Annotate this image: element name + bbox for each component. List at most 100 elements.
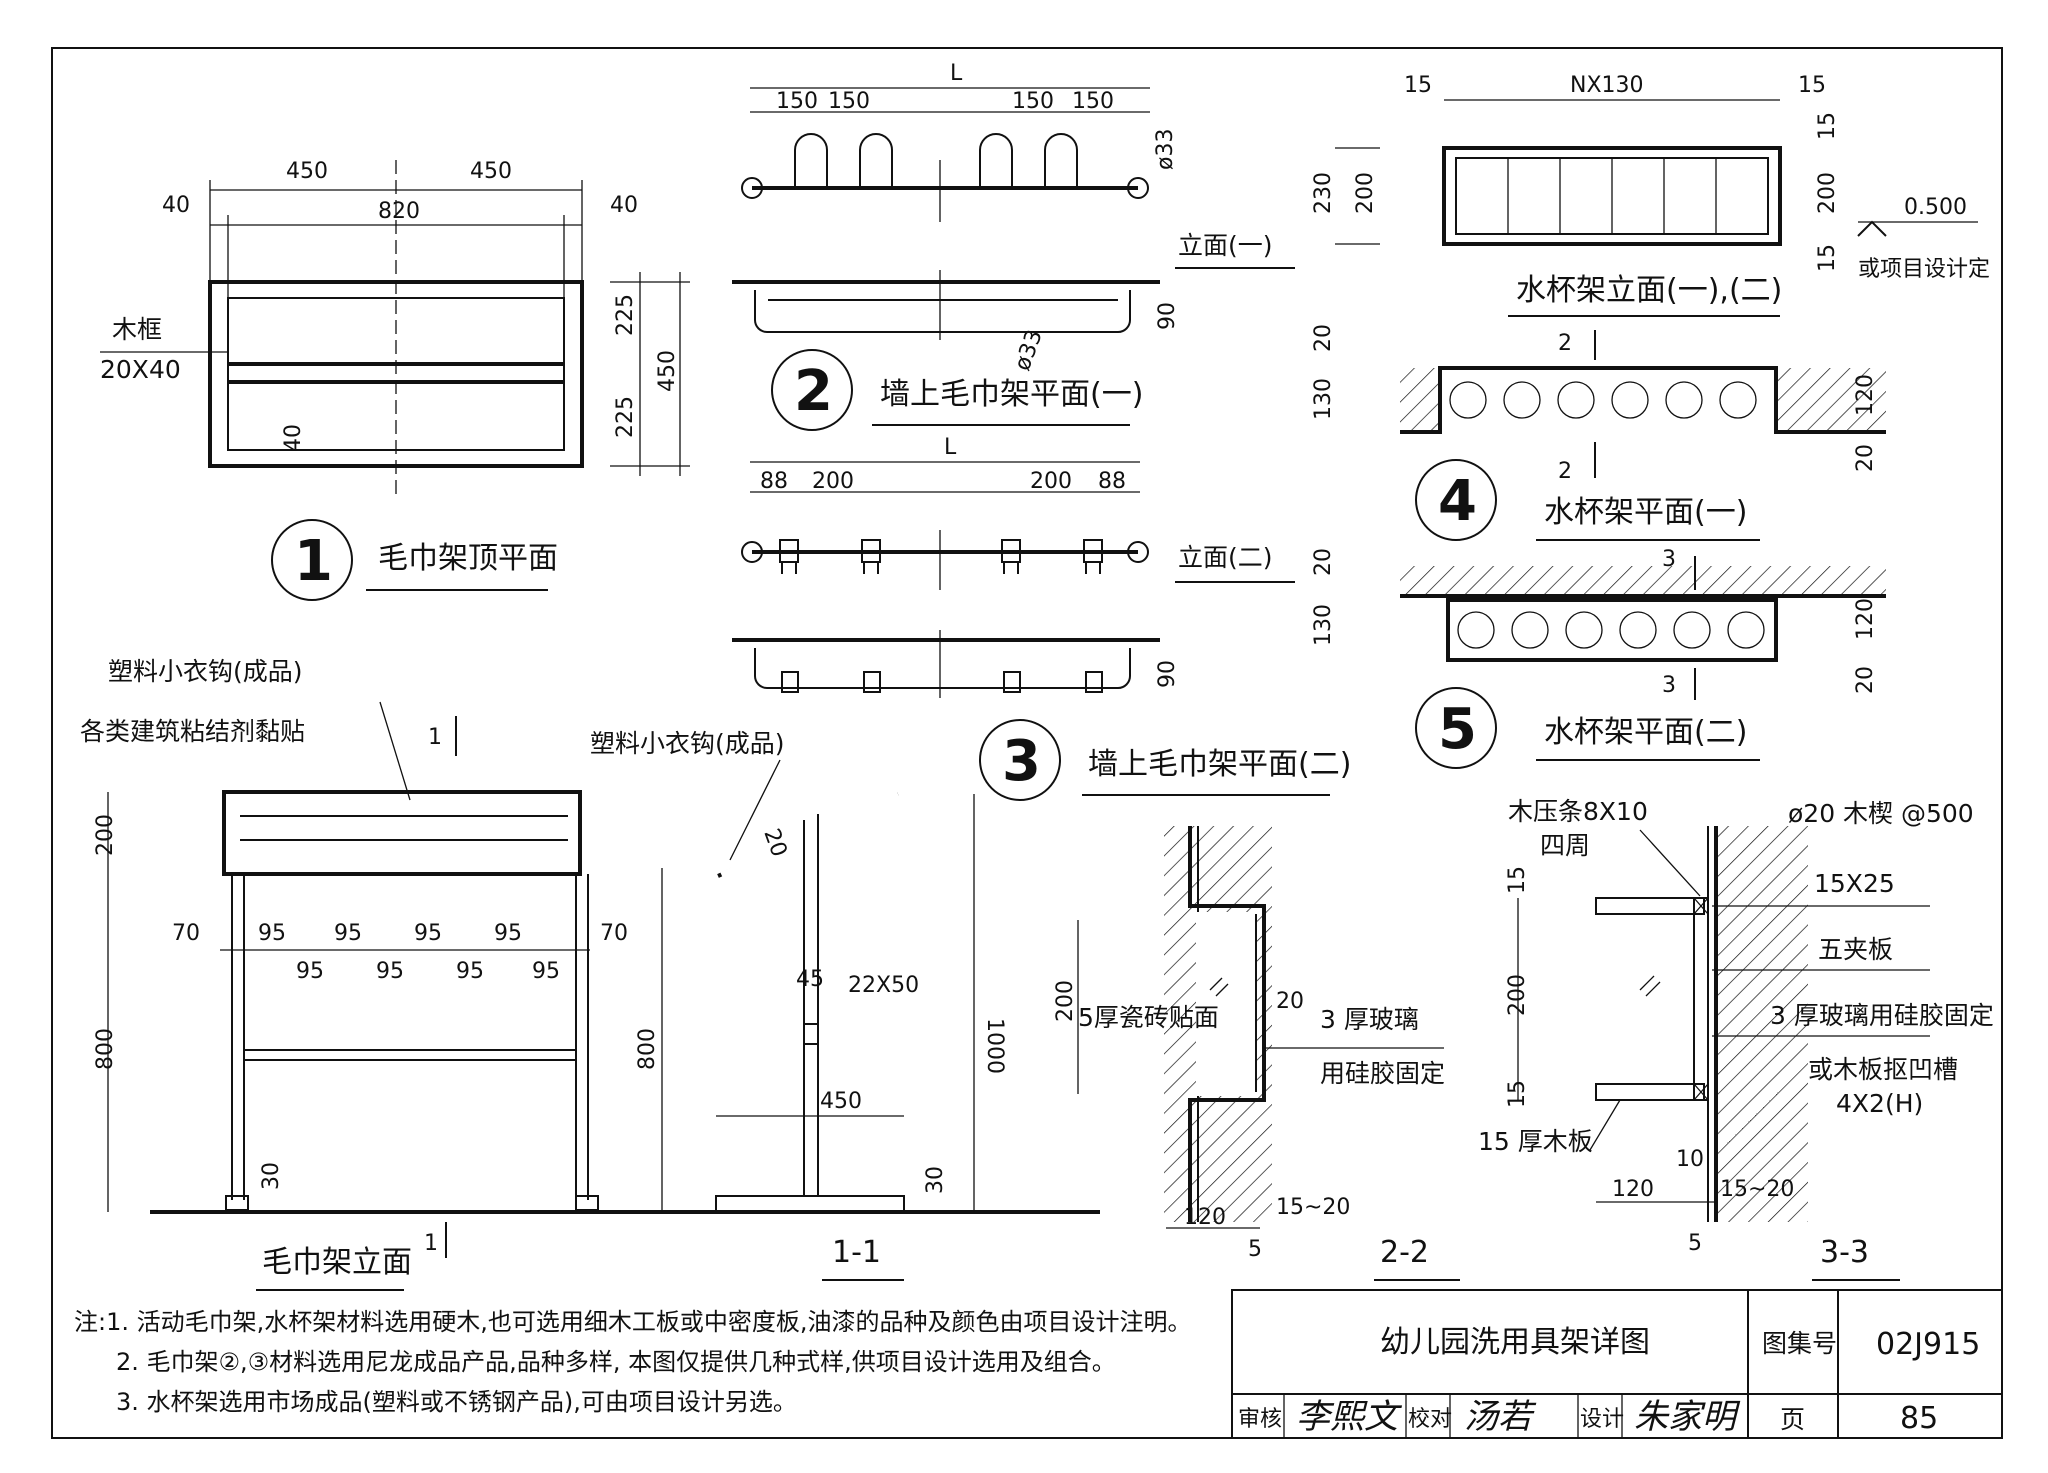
elevation-1-label: 立面(一): [1178, 231, 1273, 260]
general-notes: 注:1. 活动毛巾架,水杯架材料选用硬木,也可选用细木工板或中密度板,油漆的品种…: [74, 1308, 1192, 1416]
dim-225a: 225: [613, 294, 638, 336]
svg-text:88: 88: [1098, 469, 1126, 494]
svg-text:120: 120: [1853, 598, 1878, 640]
svg-text:1: 1: [424, 1231, 438, 1256]
view-4-cup-rack-plan-1: 2 2 20 130 120 20 4 水杯架平面(一): [1311, 324, 1886, 541]
view-5-title: 水杯架平面(二): [1544, 715, 1747, 750]
svg-text:20: 20: [1311, 324, 1336, 352]
dim-40-right: 40: [610, 193, 638, 218]
plug-label: ø20 木楔 @500: [1788, 799, 1974, 828]
dim-450-vertical: 450: [655, 350, 680, 392]
svg-text:22X50: 22X50: [848, 973, 919, 998]
svg-text:130: 130: [1311, 378, 1336, 420]
hook-label: 塑料小衣钩(成品): [108, 657, 303, 686]
svg-text:88: 88: [760, 469, 788, 494]
review-signature: 李熙文: [1296, 1397, 1403, 1437]
batten-label: 15X25: [1814, 869, 1895, 898]
svg-text:1: 1: [428, 725, 442, 750]
board-label: 15 厚木板: [1478, 1127, 1593, 1156]
view-number-circle-4: [1415, 459, 1497, 541]
atlas-label: 图集号: [1762, 1329, 1837, 1358]
glass-label-2: 用硅胶固定: [1320, 1059, 1445, 1088]
dim-450b: 450: [470, 159, 512, 184]
view-number-circle-3: [979, 719, 1061, 801]
svg-text:5: 5: [1248, 1237, 1262, 1262]
svg-text:95: 95: [414, 921, 442, 946]
glass-label-1: 3 厚玻璃: [1320, 1005, 1419, 1034]
svg-text:150: 150: [828, 89, 870, 114]
svg-text:ø33: ø33: [1153, 129, 1178, 170]
svg-text:5: 5: [1688, 1231, 1702, 1256]
view-number-3: 3: [1002, 729, 1041, 794]
dim-450a: 450: [286, 159, 328, 184]
svg-text:120: 120: [1853, 374, 1878, 416]
svg-text:200: 200: [1505, 974, 1530, 1016]
svg-text:800: 800: [93, 1028, 118, 1070]
s11-title: 1-1: [832, 1235, 881, 1270]
svg-text:800: 800: [635, 1028, 660, 1070]
svg-text:15: 15: [1505, 1080, 1530, 1108]
svg-text:95: 95: [376, 959, 404, 984]
svg-text:130: 130: [1311, 604, 1336, 646]
svg-text:70: 70: [600, 921, 628, 946]
svg-text:20: 20: [1311, 548, 1336, 576]
view-number-1: 1: [294, 529, 333, 594]
svg-text:15~20: 15~20: [1276, 1195, 1350, 1220]
svg-text:15: 15: [1505, 866, 1530, 894]
elevation-2-label: 立面(二): [1178, 543, 1273, 572]
svg-text:NX130: NX130: [1570, 73, 1644, 98]
view-number-circle-5: [1415, 687, 1497, 769]
svg-text:15: 15: [1798, 73, 1826, 98]
dim-820: 820: [378, 199, 420, 224]
svg-text:15: 15: [1404, 73, 1432, 98]
drawing-title: 幼儿园洗用具架详图: [1380, 1325, 1650, 1360]
svg-text:95: 95: [334, 921, 362, 946]
svg-text:90: 90: [1155, 660, 1180, 688]
view-1-title: 毛巾架顶平面: [378, 541, 558, 576]
view-3-wall-towel-rack-2: L 88 200 200 88 立面(二) 90 3 墙上毛巾架平面(二): [732, 435, 1351, 801]
view-number-5: 5: [1438, 697, 1477, 762]
svg-text:70: 70: [172, 921, 200, 946]
svg-text:200: 200: [812, 469, 854, 494]
glass-fix-label: 3 厚玻璃用硅胶固定: [1770, 1001, 1994, 1030]
svg-text:15: 15: [1815, 244, 1840, 272]
svg-text:20: 20: [1853, 666, 1878, 694]
frame-size: 20X40: [100, 355, 181, 384]
svg-text:200: 200: [1053, 980, 1078, 1022]
svg-text:95: 95: [494, 921, 522, 946]
svg-text:3: 3: [1662, 673, 1676, 698]
section-3-3: 木压条8X10 四周 ø20 木楔 @500 15X25 五夹板 3 厚玻璃用硅…: [1478, 797, 1994, 1281]
note-3: 3. 水杯架选用市场成品(塑料或不锈钢产品),可由项目设计另选。: [116, 1388, 797, 1416]
svg-text:150: 150: [1072, 89, 1114, 114]
view-number-2: 2: [794, 359, 833, 424]
svg-text:15: 15: [1815, 112, 1840, 140]
svg-text:45: 45: [796, 967, 824, 992]
svg-text:30: 30: [259, 1162, 284, 1190]
s11-hook-label: 塑料小衣钩(成品): [590, 729, 785, 758]
around-label: 四周: [1540, 831, 1590, 860]
towel-rack-elevation: 塑料小衣钩(成品) 各类建筑粘结剂黏贴 1 200 800 70 70 95 9…: [80, 657, 1100, 1291]
cup-rack-elevation-title: 水杯架立面(一),(二): [1516, 273, 1782, 308]
svg-text:150: 150: [1012, 89, 1054, 114]
view-3-title: 墙上毛巾架平面(二): [1088, 747, 1351, 782]
check-label: 校对: [1408, 1407, 1452, 1432]
height-mark: 0.500: [1904, 195, 1967, 220]
view-1-towel-rack-top-plan: 450 450 40 820 40 225 225 450 40 木框 20X4…: [100, 159, 690, 601]
svg-text:95: 95: [296, 959, 324, 984]
svg-text:20: 20: [1276, 989, 1304, 1014]
svg-text:95: 95: [258, 921, 286, 946]
view-4-title: 水杯架平面(一): [1544, 495, 1747, 530]
svg-text:200: 200: [1815, 172, 1840, 214]
design-signature: 朱家明: [1634, 1397, 1741, 1437]
ply-label: 五夹板: [1818, 935, 1893, 964]
svg-text:95: 95: [456, 959, 484, 984]
dim-225b: 225: [613, 396, 638, 438]
svg-text:200: 200: [93, 814, 118, 856]
dim-40-inner: 40: [281, 424, 306, 452]
groove-size: 4X2(H): [1836, 1089, 1923, 1118]
svg-text:1000: 1000: [982, 1018, 1007, 1074]
glue-label: 各类建筑粘结剂黏贴: [80, 717, 305, 746]
svg-text:120: 120: [1612, 1177, 1654, 1202]
groove-label: 或木板抠凹槽: [1808, 1055, 1958, 1084]
svg-text:230: 230: [1311, 172, 1336, 214]
